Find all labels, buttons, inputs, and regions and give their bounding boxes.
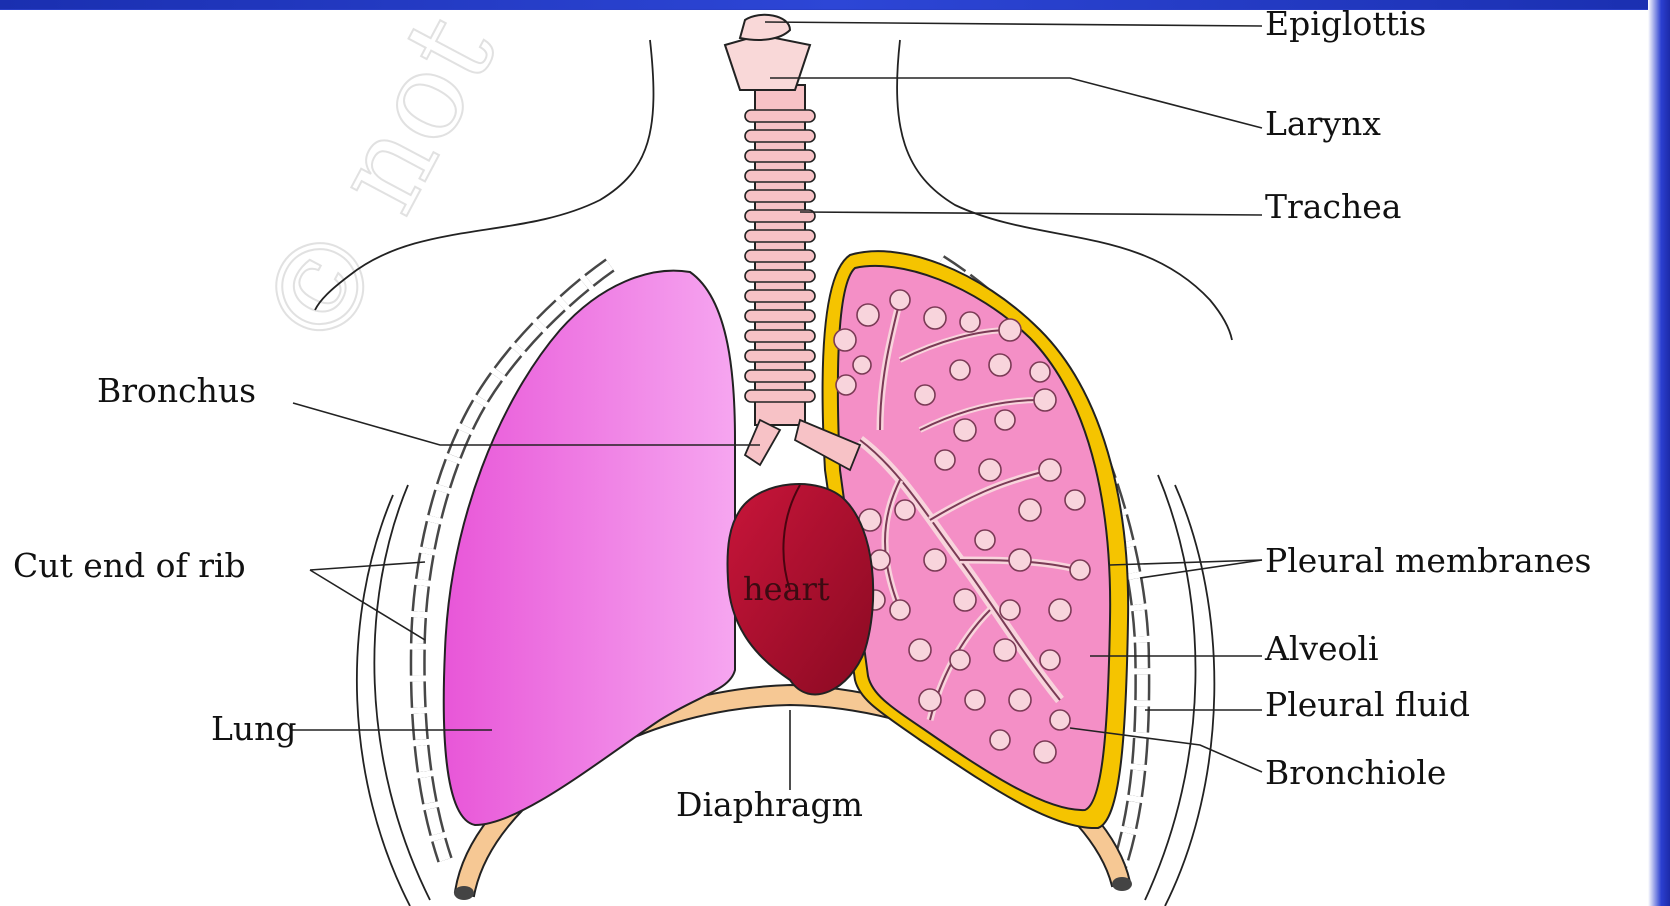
epiglottis: [740, 15, 790, 40]
label-lung: Lung: [211, 709, 297, 748]
label-trachea: Trachea: [1265, 187, 1401, 226]
larynx: [725, 35, 810, 90]
label-larynx: Larynx: [1265, 104, 1381, 143]
heart: heart: [728, 484, 874, 694]
heart-label: heart: [743, 570, 830, 608]
label-alveoli: Alveoli: [1264, 629, 1379, 668]
label-pleural-fluid: Pleural fluid: [1265, 685, 1470, 724]
label-bronchiole: Bronchiole: [1265, 753, 1446, 792]
label-pleural-membranes: Pleural membranes: [1265, 541, 1591, 580]
label-diaphragm: Diaphragm: [676, 785, 863, 824]
label-bronchus: Bronchus: [97, 371, 256, 410]
left-lung: [444, 271, 735, 825]
label-epiglottis: Epiglottis: [1265, 4, 1426, 43]
label-cut-end-of-rib: Cut end of rib: [13, 546, 246, 585]
right-frame-border: [1648, 0, 1670, 906]
